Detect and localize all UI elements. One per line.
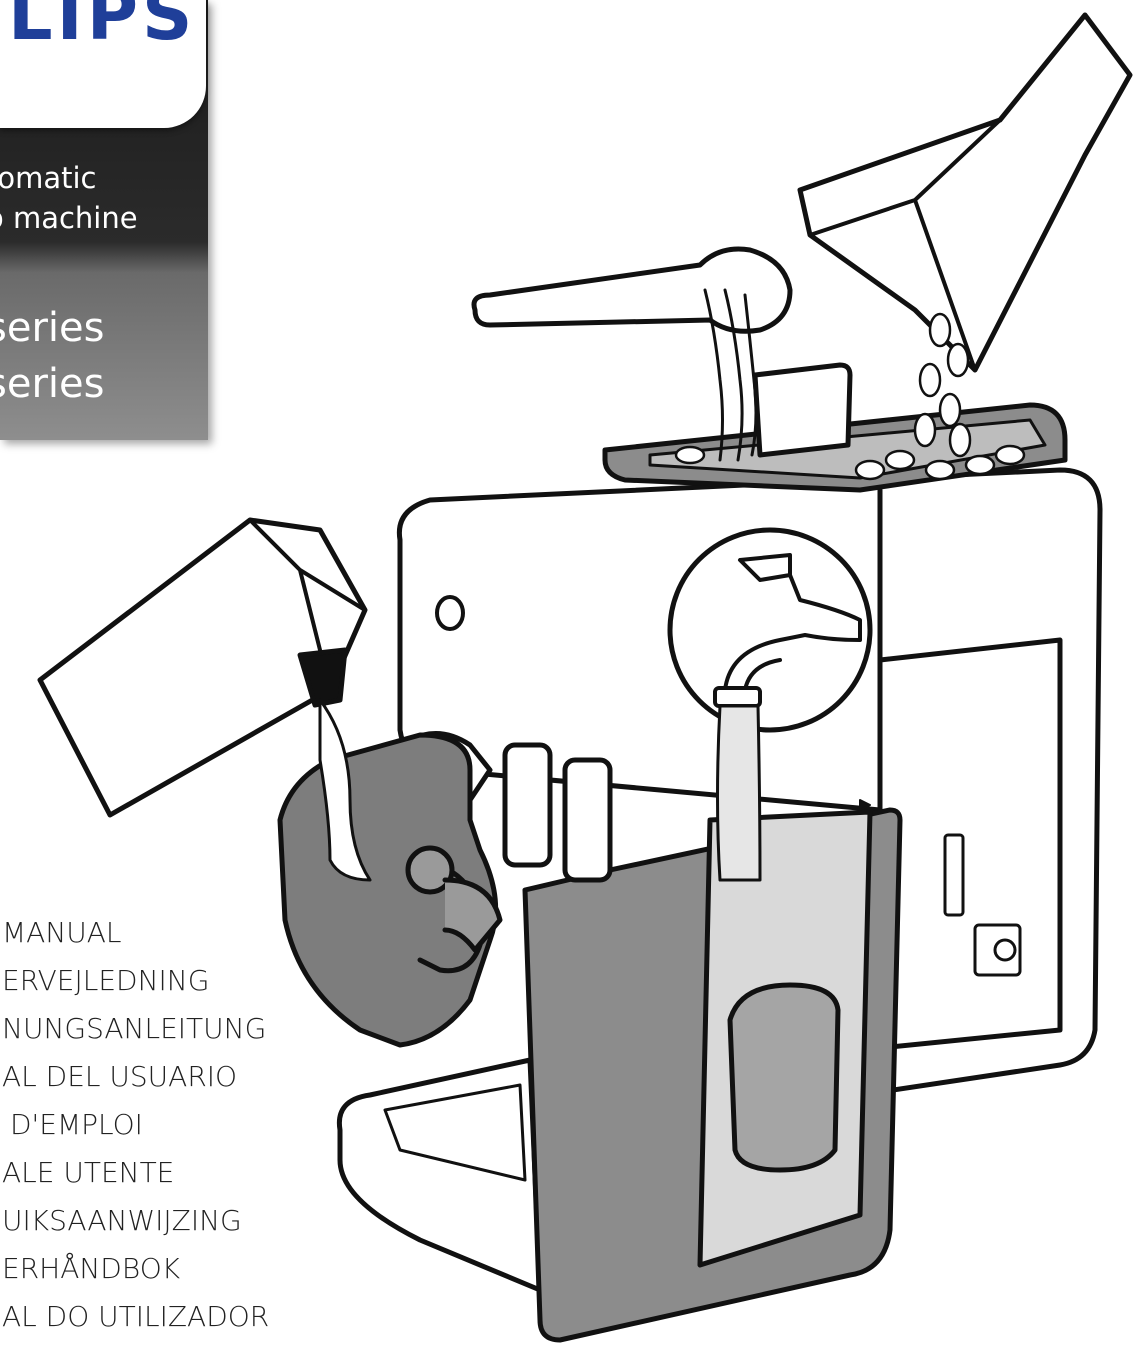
milk-jug-knob	[405, 845, 455, 895]
language-item: ALE UTENTE	[2, 1156, 175, 1189]
language-item: AL DEL USUARIO	[2, 1060, 238, 1093]
water-stream	[716, 704, 762, 882]
coffee-bean-bag	[797, 12, 1133, 373]
tagline-line-2: o machine	[0, 201, 138, 235]
tagline-line-1: tomatic	[0, 161, 97, 195]
coffee-scoop	[471, 246, 793, 334]
logo-card: ILIPS	[0, 0, 206, 128]
coffee-beans-stream	[674, 312, 1026, 481]
water-filter	[727, 982, 841, 1173]
language-item: MANUAL	[2, 916, 122, 949]
manual-languages-list: MANUAL ERVEJLEDNING NUNGSANLEITUNG AL DE…	[0, 910, 320, 1359]
language-item: NUNGSANLEITUNG	[2, 1012, 267, 1045]
coffee-filter-piece	[752, 362, 853, 458]
tap-callout-circle	[667, 527, 873, 733]
milk-pour	[318, 698, 372, 882]
water-tap	[723, 553, 862, 692]
brand-logo: ILIPS	[0, 0, 197, 56]
language-item: ERVEJLEDNING	[2, 964, 210, 997]
language-item: D'EMPLOI	[10, 1108, 143, 1141]
language-item: AL DO UTILIZADOR	[2, 1300, 270, 1333]
power-button	[435, 595, 465, 631]
language-item: UIKSAANWIJZING	[2, 1204, 242, 1237]
language-item: ERHÅNDBOK	[2, 1252, 181, 1285]
machine-body	[396, 467, 1103, 1098]
product-tagline: tomatic o machine	[0, 158, 138, 238]
